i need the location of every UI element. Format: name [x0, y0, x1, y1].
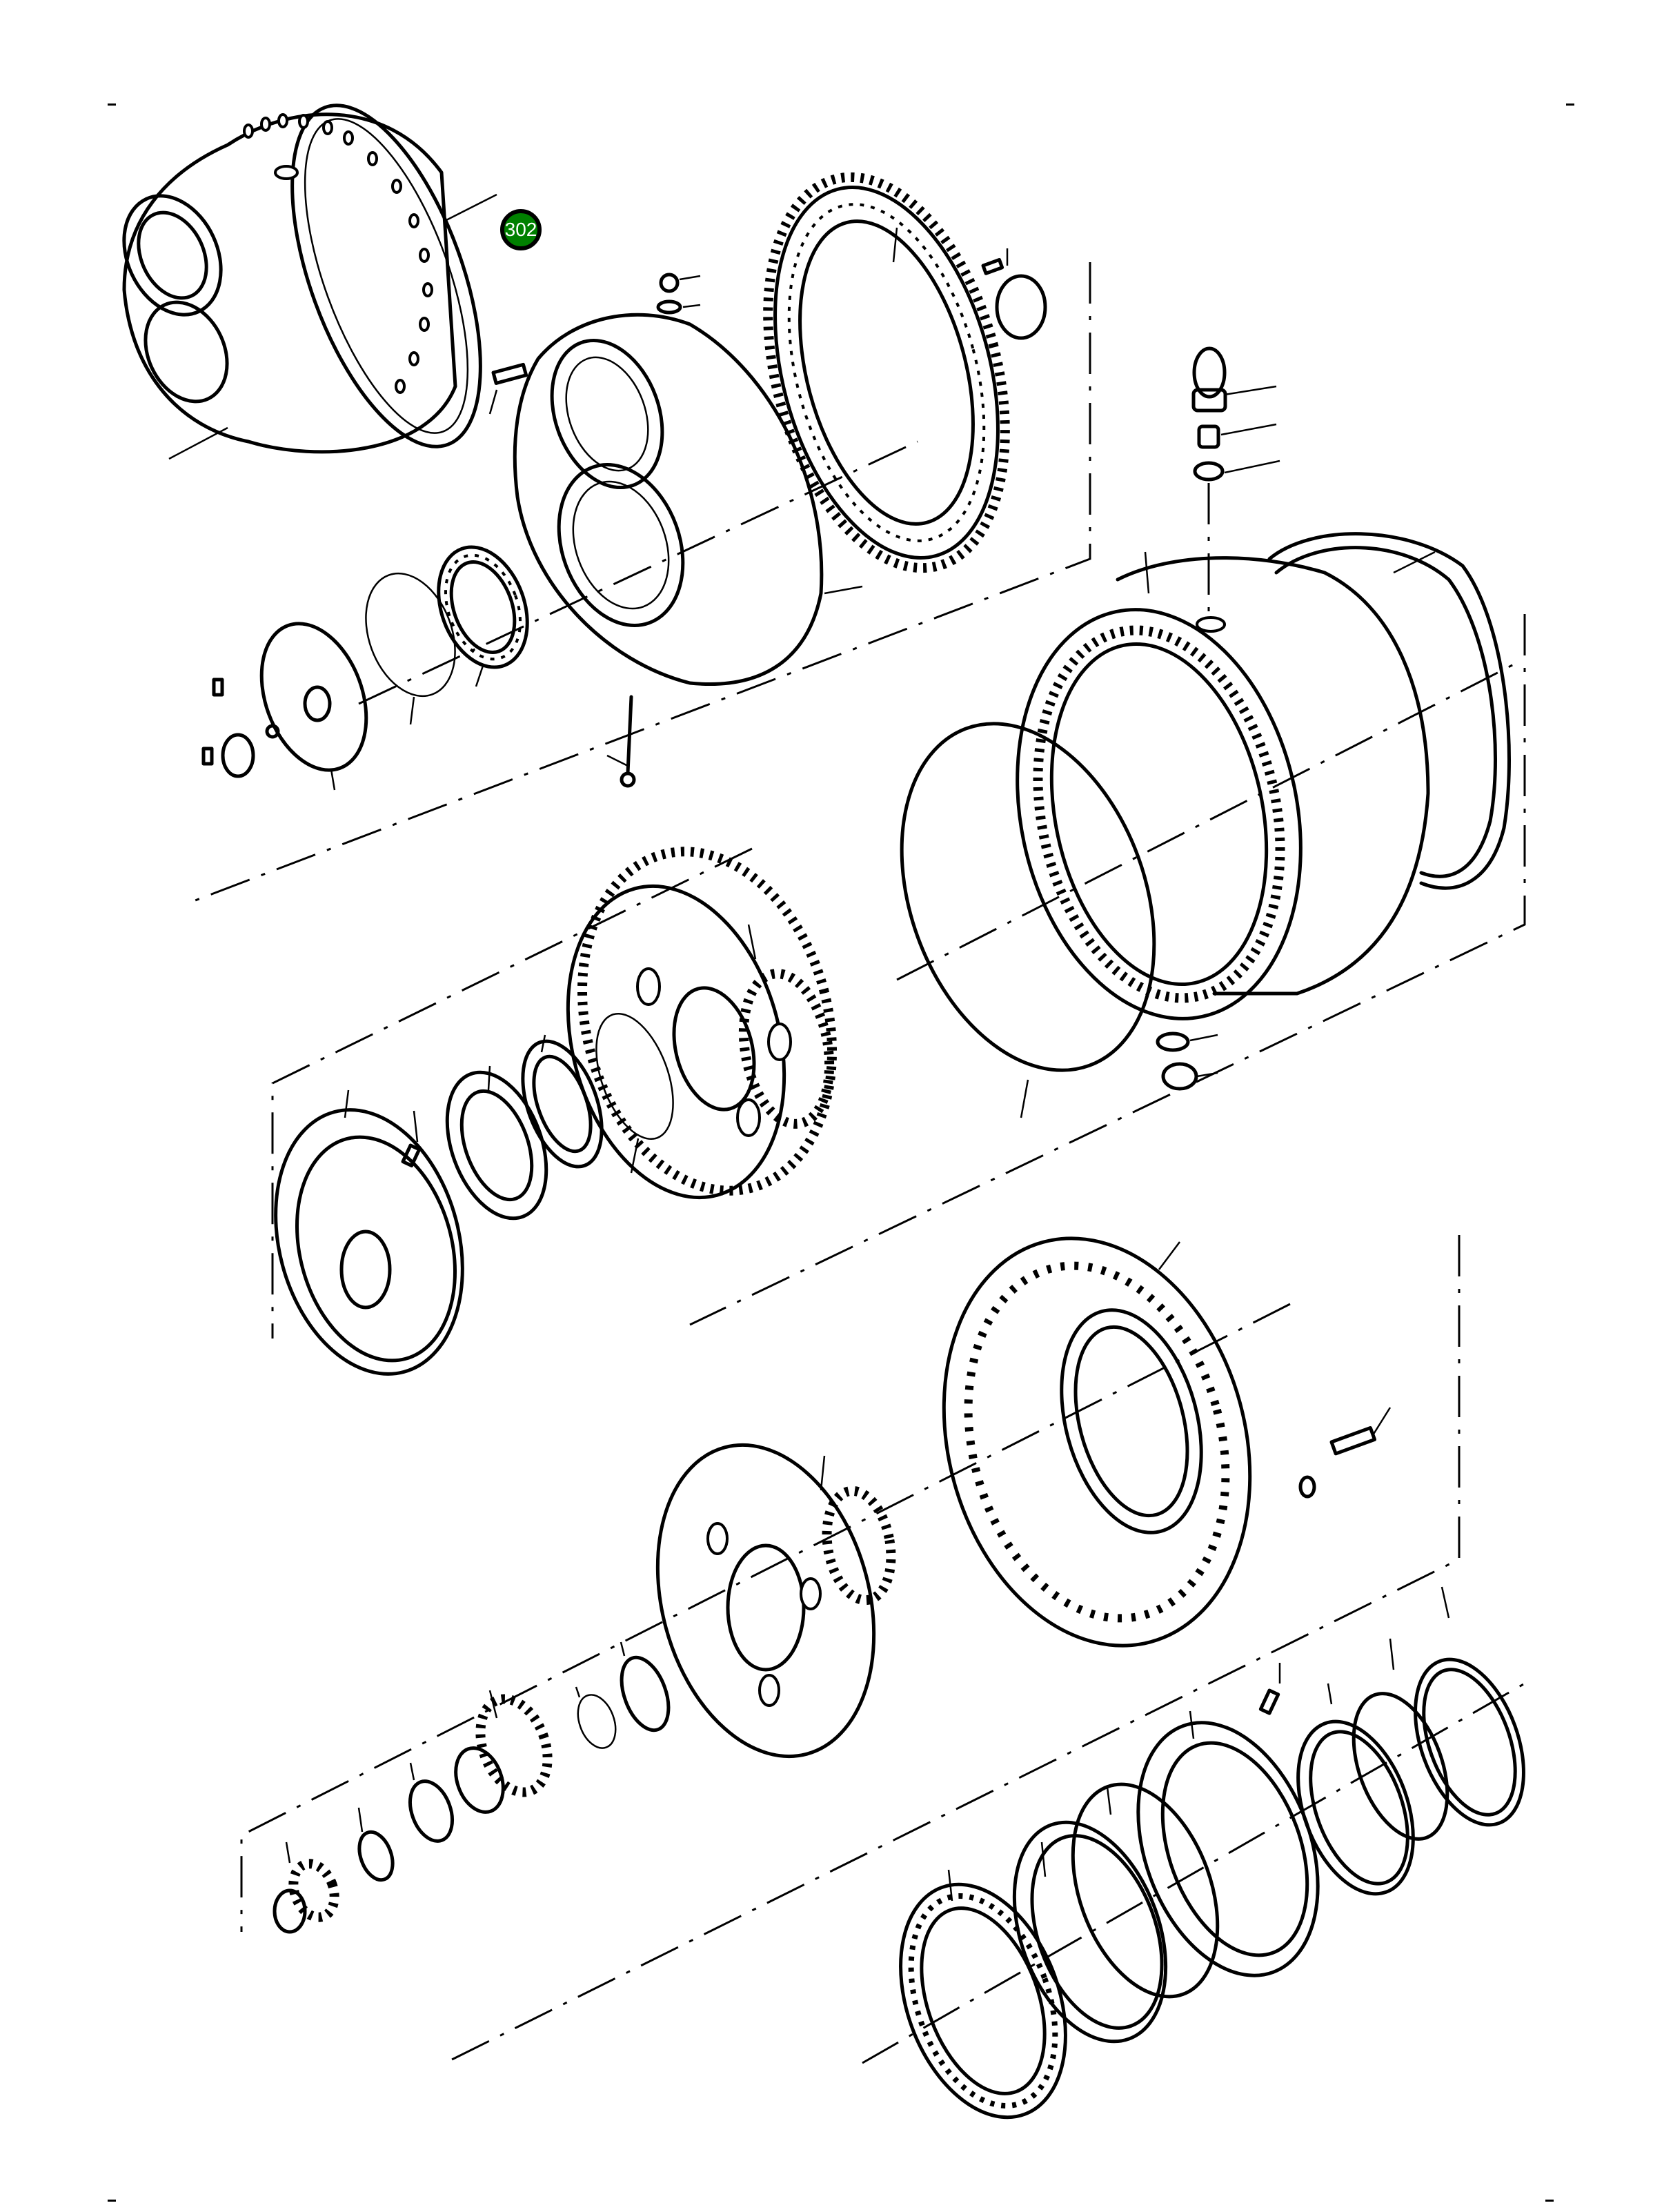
leader-line	[1393, 551, 1436, 574]
shim-disc-upper[interactable]	[350, 561, 471, 725]
group-boundary-lower-right	[444, 1235, 1461, 2064]
retaining-ring-b[interactable]	[1394, 1586, 1544, 1839]
snap-ring[interactable]	[402, 1762, 459, 1847]
tapered-roller-bearing[interactable]	[871, 1862, 1096, 2140]
small-cover-plate[interactable]	[981, 248, 1047, 340]
sealing-washer[interactable]	[1193, 460, 1280, 482]
gear-cover-housing[interactable]	[513, 313, 824, 686]
main-housing[interactable]	[106, 81, 519, 471]
leader-line	[747, 924, 757, 960]
seal-carrier-flange[interactable]	[1105, 1697, 1350, 2000]
input-pinion[interactable]	[273, 1841, 341, 1934]
part-callout-302[interactable]: 302	[500, 209, 542, 250]
housing-o-ring[interactable]	[1267, 532, 1511, 890]
leader-line	[444, 193, 497, 222]
external-gear-ring[interactable]	[728, 150, 1045, 594]
center-axis	[358, 440, 918, 705]
leader-line	[892, 227, 898, 263]
bearing-upper[interactable]	[423, 535, 543, 687]
center-axis	[896, 661, 1518, 981]
carrier-flange-hub[interactable]	[248, 1089, 491, 1395]
small-screws-left[interactable]	[201, 678, 280, 778]
ring-gear-housing[interactable]	[981, 556, 1430, 1045]
sun-gear-shaft[interactable]	[448, 1690, 560, 1819]
center-axis-bottom	[862, 1682, 1525, 2064]
corner-tick-bottom-right	[1545, 2200, 1554, 2202]
perforated-bearing-flange[interactable]	[900, 1204, 1294, 1681]
housing-bolt-holes	[243, 113, 433, 394]
callout-label: 302	[504, 219, 537, 240]
cover-bolt[interactable]	[488, 362, 528, 415]
sun-shim[interactable]	[571, 1686, 622, 1753]
carrier-screw[interactable]	[401, 1110, 422, 1167]
ring-gear-plug-washer[interactable]	[1156, 1031, 1218, 1091]
sun-gear-carrier[interactable]	[625, 1421, 907, 1781]
leader-line	[168, 426, 228, 460]
carrier-shim[interactable]	[581, 1003, 688, 1174]
corner-tick-top-right	[1566, 103, 1574, 106]
large-o-ring[interactable]	[856, 689, 1199, 1118]
leader-line	[1158, 1241, 1180, 1270]
corner-tick-bottom-left	[108, 2200, 116, 2202]
retaining-ring-a[interactable]	[1336, 1638, 1465, 1852]
group-boundary-carrier	[271, 847, 753, 1339]
leader-line	[1144, 551, 1150, 594]
cover-plug-and-washer[interactable]	[656, 273, 701, 315]
bearing-race-ring[interactable]	[987, 1801, 1194, 2063]
leader-line	[820, 1455, 826, 1491]
sun-small-bearing[interactable]	[613, 1641, 677, 1737]
lip-seal-ring[interactable]	[1276, 1683, 1435, 1910]
small-bearing-lower[interactable]	[353, 1807, 399, 1884]
corner-tick-top-left	[108, 103, 116, 106]
group-boundary-upper	[186, 262, 1091, 905]
seal-disc[interactable]	[1046, 1764, 1245, 2017]
planet-carrier[interactable]	[535, 823, 869, 1222]
carrier-bearing-small[interactable]	[508, 1031, 617, 1178]
end-cover-plate[interactable]	[243, 609, 386, 791]
group-boundary-middle	[689, 614, 1526, 1326]
drain-plug[interactable]	[1197, 423, 1277, 449]
seal-screw[interactable]	[1258, 1663, 1281, 1715]
leader-line	[824, 585, 863, 595]
group-boundary-lower-left	[240, 1303, 1291, 1932]
lifting-eye-bolt[interactable]	[1191, 346, 1277, 413]
carrier-bearing-large[interactable]	[428, 1058, 564, 1232]
flange-bolt-washer[interactable]	[1298, 1407, 1392, 1499]
